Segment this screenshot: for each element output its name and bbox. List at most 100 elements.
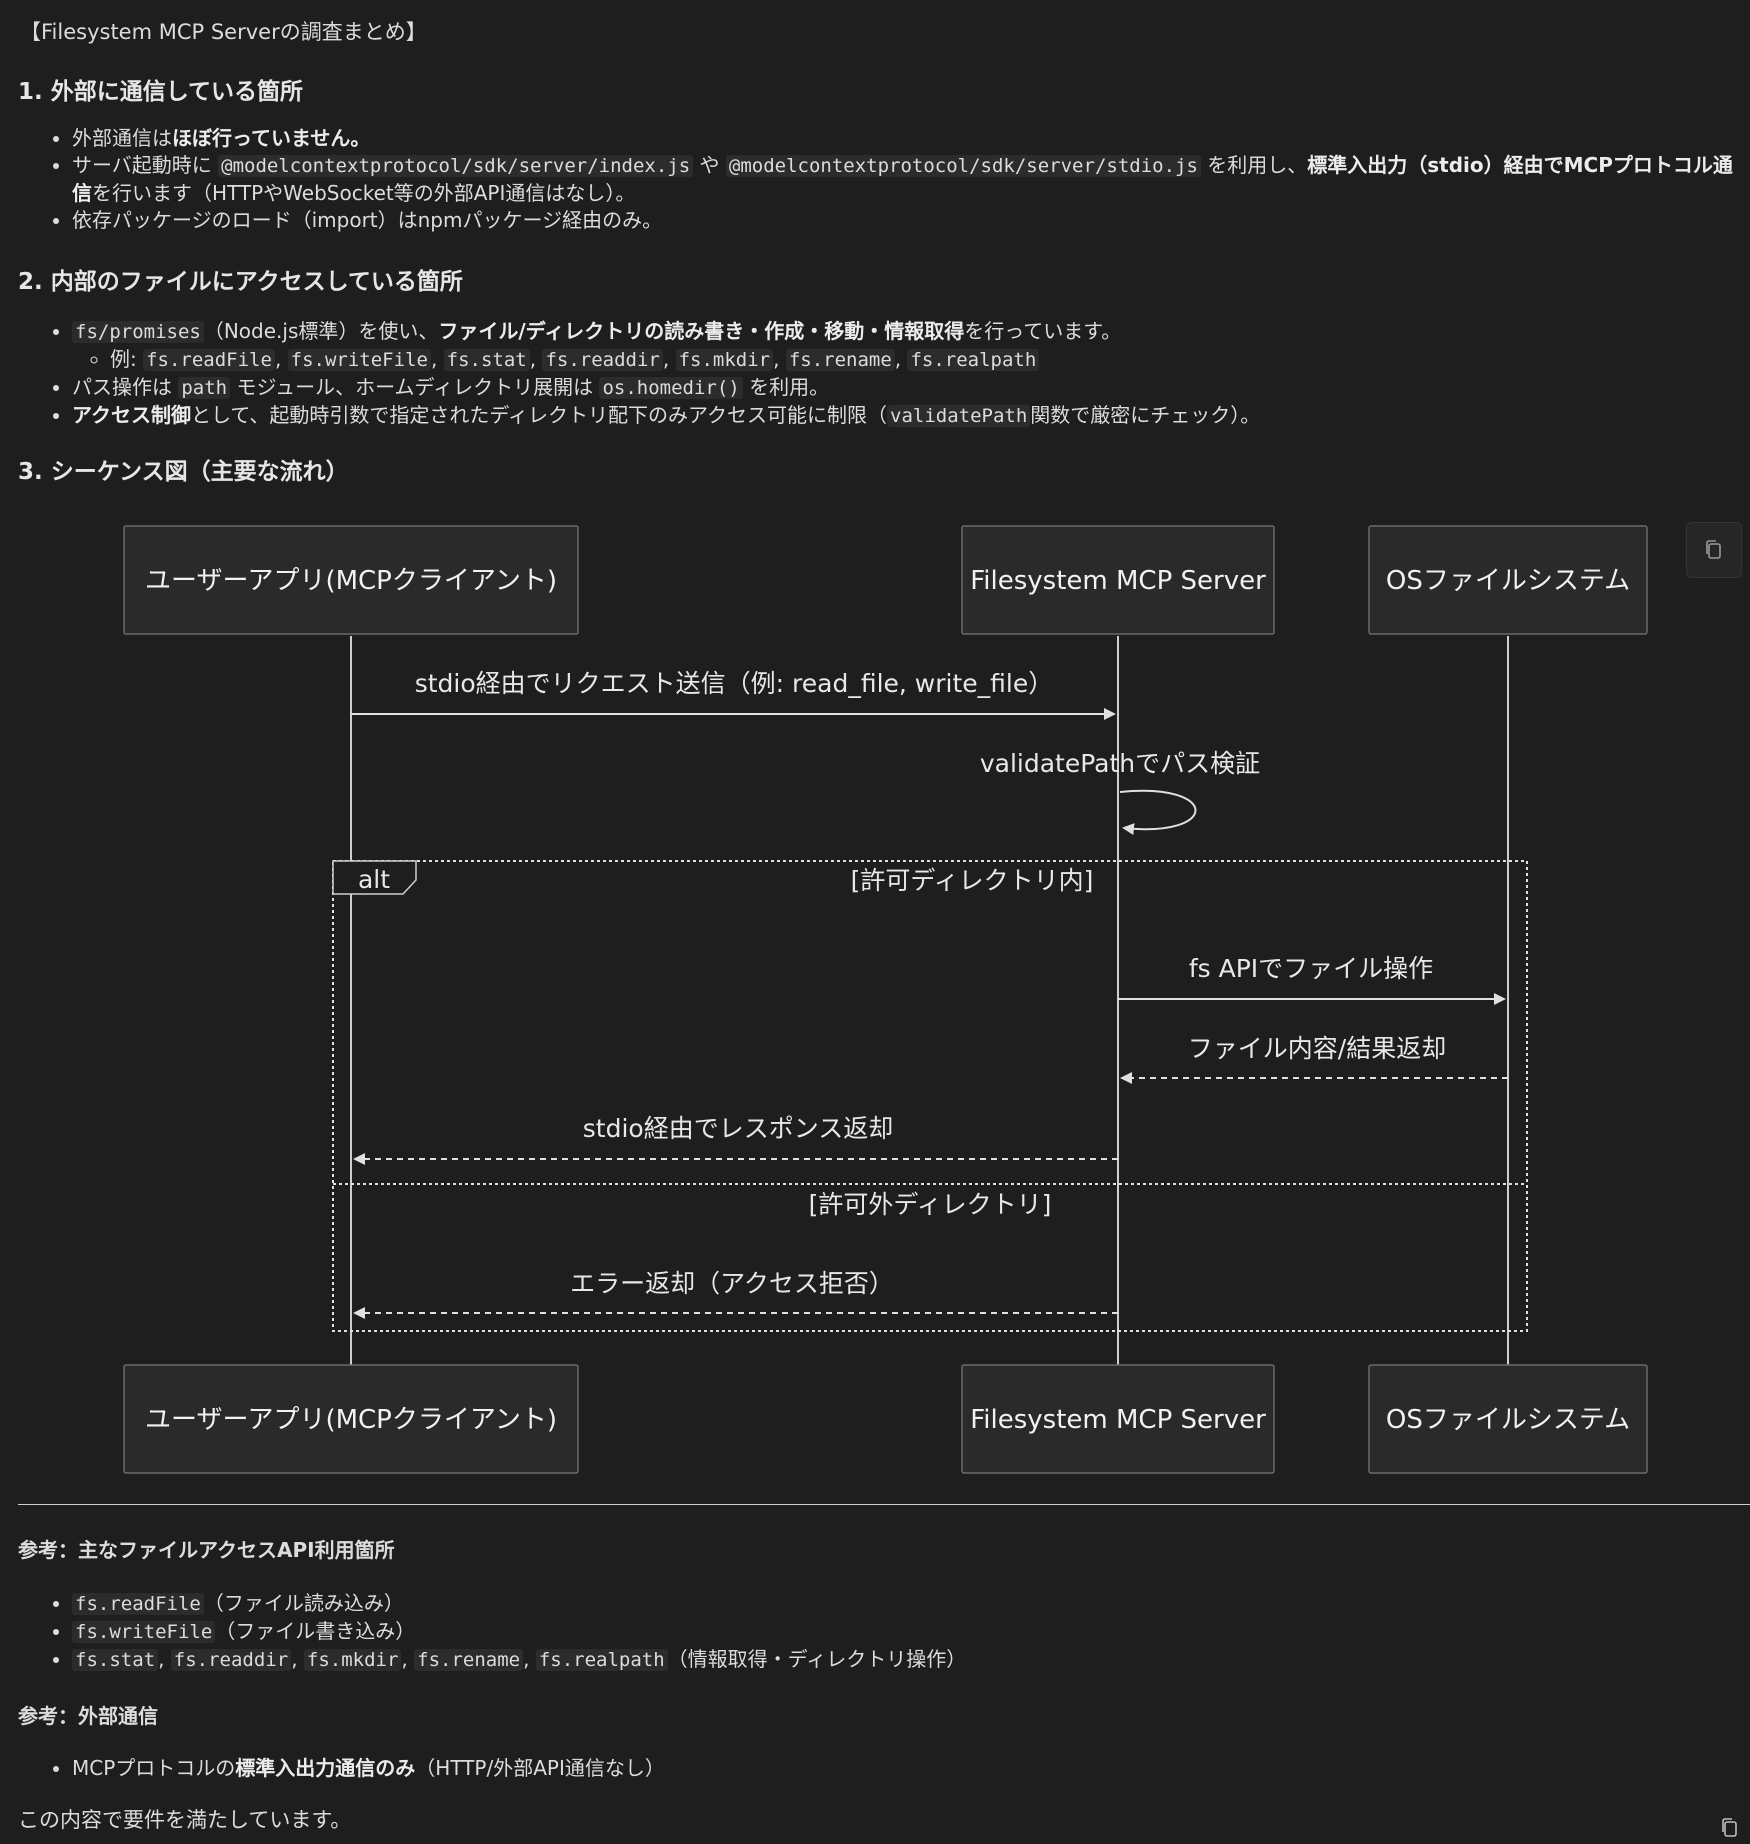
ref1-list: fs.readFile（ファイル読み込み） fs.writeFile（ファイル書…: [18, 1590, 966, 1674]
sub-list: 例: fs.readFile, fs.writeFile, fs.stat, f…: [72, 346, 1260, 374]
separator: ,: [529, 347, 537, 371]
separator: ,: [523, 1647, 530, 1671]
inline-code: fs.stat: [72, 1649, 159, 1671]
inline-code: path: [178, 377, 231, 399]
alt-label: alt: [358, 865, 390, 894]
actor-label: OSファイルシステム: [1386, 1405, 1630, 1435]
actor-label: Filesystem MCP Server: [970, 566, 1266, 596]
list-item: 依存パッケージのロード（import）はnpmパッケージ経由のみ。: [72, 207, 1750, 234]
separator: ,: [291, 1647, 298, 1671]
bold-text: ほぼ行っていません。: [172, 126, 371, 150]
inline-code: validatePath: [887, 405, 1031, 427]
alt-condition-denied: [許可外ディレクトリ]: [809, 1190, 1052, 1219]
message-validate-label: validatePathでパス検証: [980, 749, 1260, 778]
text: （情報取得・ディレクトリ操作）: [667, 1647, 967, 1671]
separator: ,: [430, 347, 438, 371]
list-item: アクセス制御として、起動時引数で指定されたディレクトリ配下のみアクセス可能に制限…: [72, 402, 1260, 430]
inline-code: fs.realpath: [907, 349, 1040, 371]
inline-code: fs.writeFile: [72, 1621, 216, 1643]
actor-server-bottom: Filesystem MCP Server: [961, 1364, 1275, 1474]
actor-label: ユーザーアプリ(MCPクライアント): [145, 566, 557, 596]
inline-code: fs.mkdir: [303, 1649, 402, 1671]
list-item: fs.stat, fs.readdir, fs.mkdir, fs.rename…: [72, 1646, 966, 1674]
separator: ,: [662, 347, 670, 371]
inline-code: fs.rename: [414, 1649, 524, 1671]
bold-text: 標準入出力通信のみ: [235, 1756, 416, 1780]
document-title: 【Filesystem MCP Serverの調査まとめ】: [20, 20, 427, 44]
list-item: fs/promises（Node.js標準）を使い、ファイル/ディレクトリの読み…: [72, 318, 1260, 374]
section2-list: fs/promises（Node.js標準）を使い、ファイル/ディレクトリの読み…: [18, 318, 1260, 430]
text: 例:: [110, 347, 137, 371]
actor-server-top: Filesystem MCP Server: [961, 525, 1275, 635]
list-item: パス操作は path モジュール、ホームディレクトリ展開は os.homedir…: [72, 374, 1260, 402]
list-item: 例: fs.readFile, fs.writeFile, fs.stat, f…: [110, 346, 1260, 374]
section2-heading: 2. 内部のファイルにアクセスしている箇所: [18, 269, 463, 295]
separator: ,: [894, 347, 902, 371]
inline-code: @modelcontextprotocol/sdk/server/index.j…: [218, 155, 694, 177]
divider: [18, 1504, 1750, 1505]
alt-frame: [332, 860, 1528, 1332]
text: （Node.js標準）を使い、: [203, 319, 439, 343]
text: を行っています。: [964, 319, 1122, 343]
text: 外部通信は: [72, 126, 172, 150]
copy-icon: [1722, 1818, 1737, 1837]
actor-label: ユーザーアプリ(MCPクライアント): [145, 1405, 557, 1435]
separator: ,: [773, 347, 780, 371]
message-response-label: stdio経由でレスポンス返却: [583, 1114, 893, 1143]
bold-text: 標準入出力（stdio）経由でMCPプロトコル通信: [72, 153, 1733, 205]
copy-icon: [1706, 540, 1721, 559]
inline-code: fs.writeFile: [287, 349, 431, 371]
bold-text: ファイル/ディレクトリの読み書き・作成・移動・情報取得: [438, 319, 965, 343]
inline-code: fs.readFile: [72, 1593, 204, 1615]
inline-code: fs/promises: [72, 321, 204, 343]
ref2-heading: 参考：外部通信: [18, 1704, 158, 1728]
inline-code: fs.readFile: [143, 349, 275, 371]
copy-response-button[interactable]: [1720, 1817, 1740, 1843]
actor-client-top: ユーザーアプリ(MCPクライアント): [123, 525, 579, 635]
actor-client-bottom: ユーザーアプリ(MCPクライアント): [123, 1364, 579, 1474]
list-item: MCPプロトコルの標準入出力通信のみ（HTTP/外部API通信なし）: [72, 1755, 665, 1782]
section1-list: 外部通信はほぼ行っていません。 サーバ起動時に @modelcontextpro…: [18, 125, 1750, 234]
message-validate-loop: [1119, 789, 1197, 835]
text: （HTTP/外部API通信なし）: [415, 1756, 665, 1780]
separator: ,: [158, 1647, 165, 1671]
alt-condition-allowed: [許可ディレクトリ内]: [851, 866, 1094, 895]
message-fs-op-label: fs APIでファイル操作: [1189, 954, 1433, 983]
inline-code: fs.mkdir: [675, 349, 774, 371]
inline-code: fs.realpath: [535, 1649, 668, 1671]
list-item: fs.readFile（ファイル読み込み）: [72, 1590, 966, 1618]
inline-code: fs.readdir: [542, 349, 663, 371]
list-item: 外部通信はほぼ行っていません。: [72, 125, 1750, 152]
list-item: fs.writeFile（ファイル書き込み）: [72, 1618, 966, 1646]
text: （ファイル書き込み）: [215, 1619, 416, 1643]
text: （ファイル読み込み）: [203, 1591, 404, 1615]
text: や: [699, 153, 720, 177]
actor-label: OSファイルシステム: [1386, 566, 1630, 596]
section1-heading: 1. 外部に通信している箇所: [18, 79, 304, 105]
inline-code: os.homedir(): [599, 377, 743, 399]
text: を行います（HTTPやWebSocket等の外部API通信はなし）。: [92, 181, 636, 205]
message-fs-result-label: ファイル内容/結果返却: [1188, 1034, 1446, 1063]
text: モジュール、ホームディレクトリ展開は: [236, 375, 594, 399]
message-request-label: stdio経由でリクエスト送信（例: read_file, write_file…: [415, 669, 1054, 698]
copy-diagram-button[interactable]: [1686, 522, 1742, 578]
actor-os-bottom: OSファイルシステム: [1368, 1364, 1648, 1474]
actor-os-top: OSファイルシステム: [1368, 525, 1648, 635]
inline-code: fs.rename: [785, 349, 895, 371]
inline-code: fs.stat: [443, 349, 530, 371]
actor-label: Filesystem MCP Server: [970, 1405, 1266, 1435]
alt-tab: [332, 860, 417, 895]
list-item: サーバ起動時に @modelcontextprotocol/sdk/server…: [72, 152, 1750, 207]
section3-heading: 3. シーケンス図（主要な流れ）: [18, 459, 349, 485]
text: パス操作は: [72, 375, 172, 399]
ref1-heading: 参考：主なファイルアクセスAPI利用箇所: [18, 1538, 395, 1562]
sequence-diagram: ユーザーアプリ(MCPクライアント) Filesystem MCP Server…: [123, 525, 1648, 1474]
message-error-label: エラー返却（アクセス拒否）: [570, 1269, 894, 1298]
text: サーバ起動時に: [72, 153, 212, 177]
text: 関数で厳密にチェック）。: [1030, 403, 1261, 427]
inline-code: @modelcontextprotocol/sdk/server/stdio.j…: [725, 155, 1201, 177]
separator: ,: [401, 1647, 408, 1671]
text: を利用。: [749, 375, 830, 399]
ref2-list: MCPプロトコルの標準入出力通信のみ（HTTP/外部API通信なし）: [18, 1755, 665, 1782]
text: MCPプロトコルの: [72, 1756, 236, 1780]
